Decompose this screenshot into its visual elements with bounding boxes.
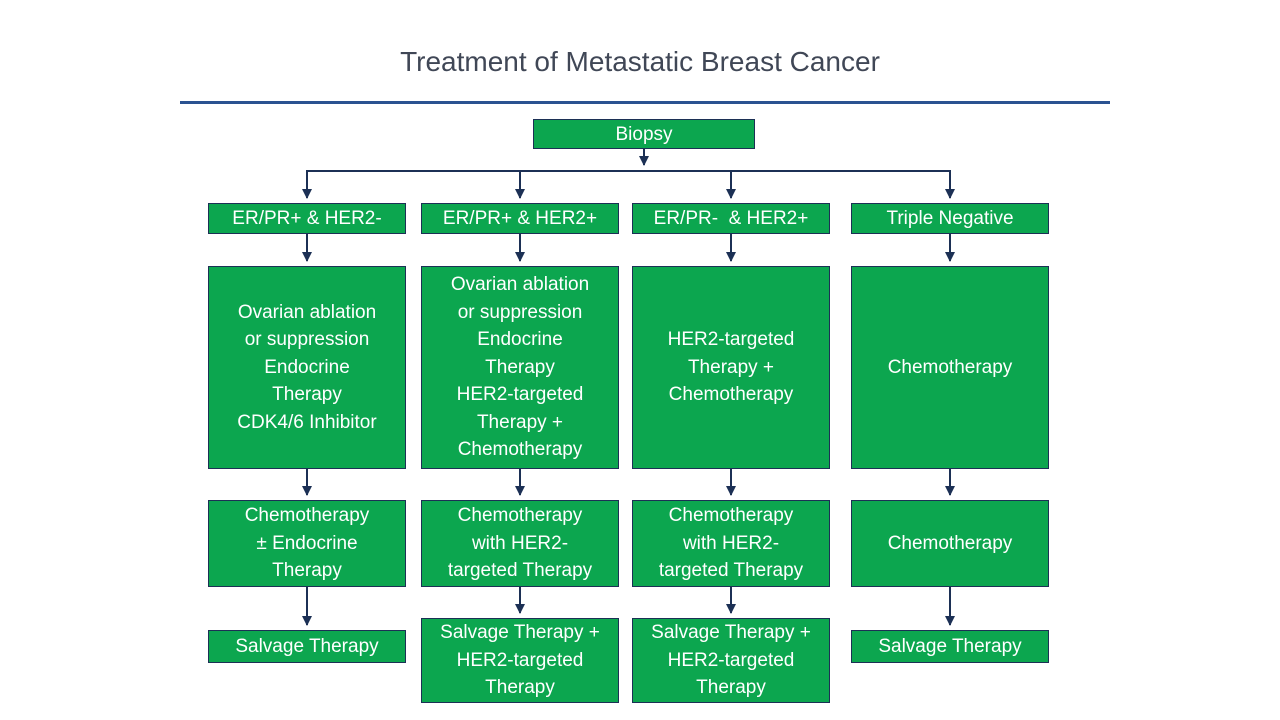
primary-treatment-node: HER2-targeted Therapy + Chemotherapy [632,266,830,469]
secondary-treatment-node: Chemotherapy [851,500,1049,587]
header-node-triple-negative: Triple Negative [851,203,1049,234]
secondary-treatment-node: Chemotherapy with HER2- targeted Therapy [421,500,619,587]
title-divider-line [180,101,1110,104]
salvage-therapy-node: Salvage Therapy + HER2-targeted Therapy [421,618,619,703]
page-title: Treatment of Metastatic Breast Cancer [400,46,880,77]
primary-treatment-node: Ovarian ablation or suppression Endocrin… [421,266,619,469]
primary-treatment-node: Chemotherapy [851,266,1049,469]
salvage-therapy-node: Salvage Therapy [851,630,1049,663]
primary-treatment-node: Ovarian ablation or suppression Endocrin… [208,266,406,469]
secondary-treatment-node: Chemotherapy ± Endocrine Therapy [208,500,406,587]
secondary-treatment-node: Chemotherapy with HER2- targeted Therapy [632,500,830,587]
salvage-therapy-node: Salvage Therapy + HER2-targeted Therapy [632,618,830,703]
header-node-erpr-pos-her2-pos: ER/PR+ & HER2+ [421,203,619,234]
header-node-erpr-neg-her2-pos: ER/PR- & HER2+ [632,203,830,234]
biopsy-node: Biopsy [533,119,755,149]
salvage-therapy-node: Salvage Therapy [208,630,406,663]
header-node-erpr-pos-her2-neg: ER/PR+ & HER2- [208,203,406,234]
